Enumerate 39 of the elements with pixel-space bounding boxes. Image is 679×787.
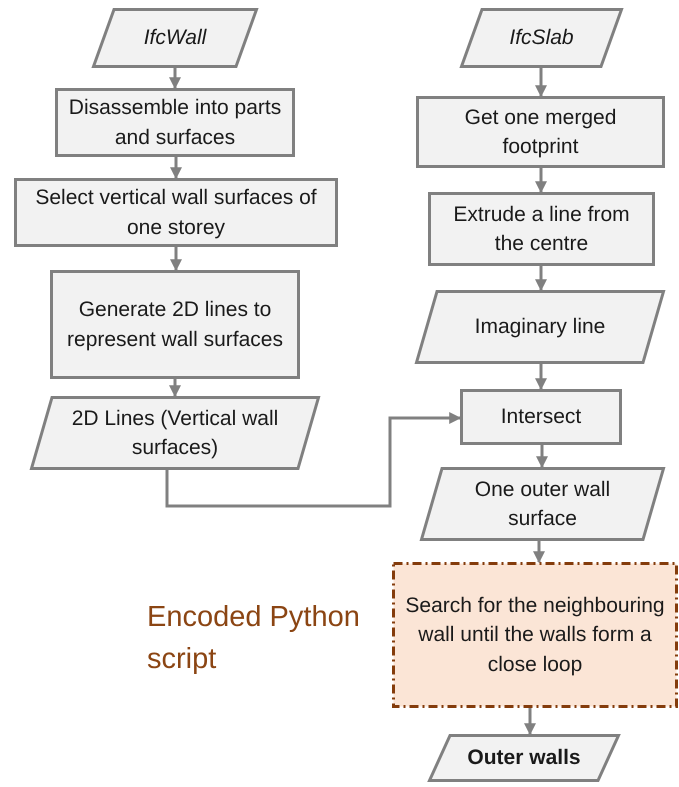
node-label: Search for the neighbouring wall until the walls form a close loop [404,592,666,678]
arrow [169,379,181,398]
dashed-process-box [392,562,678,708]
data-parallelogram [415,290,665,364]
node-label: Outer walls [467,745,581,772]
node-label: Imaginary line [474,314,606,340]
process-box [55,88,295,157]
arrow [170,247,182,272]
node-label: Disassemble into parts and surfaces [68,95,282,150]
data-parallelogram [92,8,258,68]
arrow [535,168,547,194]
data-parallelogram [420,467,665,541]
node-label: Generate 2D lines to represent wall surfaces [66,297,284,352]
node-label: IfcWall [144,25,206,52]
arrow [535,266,547,292]
node-label: IfcSlab [509,25,574,52]
data-parallelogram [428,734,620,782]
arrow [166,412,462,508]
node-label: Get one merged footprint [464,104,618,160]
process-box [50,270,300,379]
arrow [533,541,545,564]
arrow [169,68,181,90]
data-parallelogram [30,396,320,470]
arrow [535,364,547,390]
process-box [460,389,622,445]
arrow [170,157,182,180]
arrow [536,445,548,468]
node-label: 2D Lines (Vertical wall surfaces) [70,406,280,461]
node-label: Select vertical wall surfaces of one storey [34,185,318,240]
node-label: One outer wall surface [474,476,612,532]
annotation-text: Encoded Python script [147,600,361,678]
data-parallelogram [460,8,623,68]
process-box [14,178,338,247]
arrow [535,68,547,98]
node-label: Intersect [500,404,582,430]
process-box [428,192,655,266]
node-label: Extrude a line from the centre [452,202,631,257]
arrow [524,708,536,736]
process-box [416,96,665,168]
